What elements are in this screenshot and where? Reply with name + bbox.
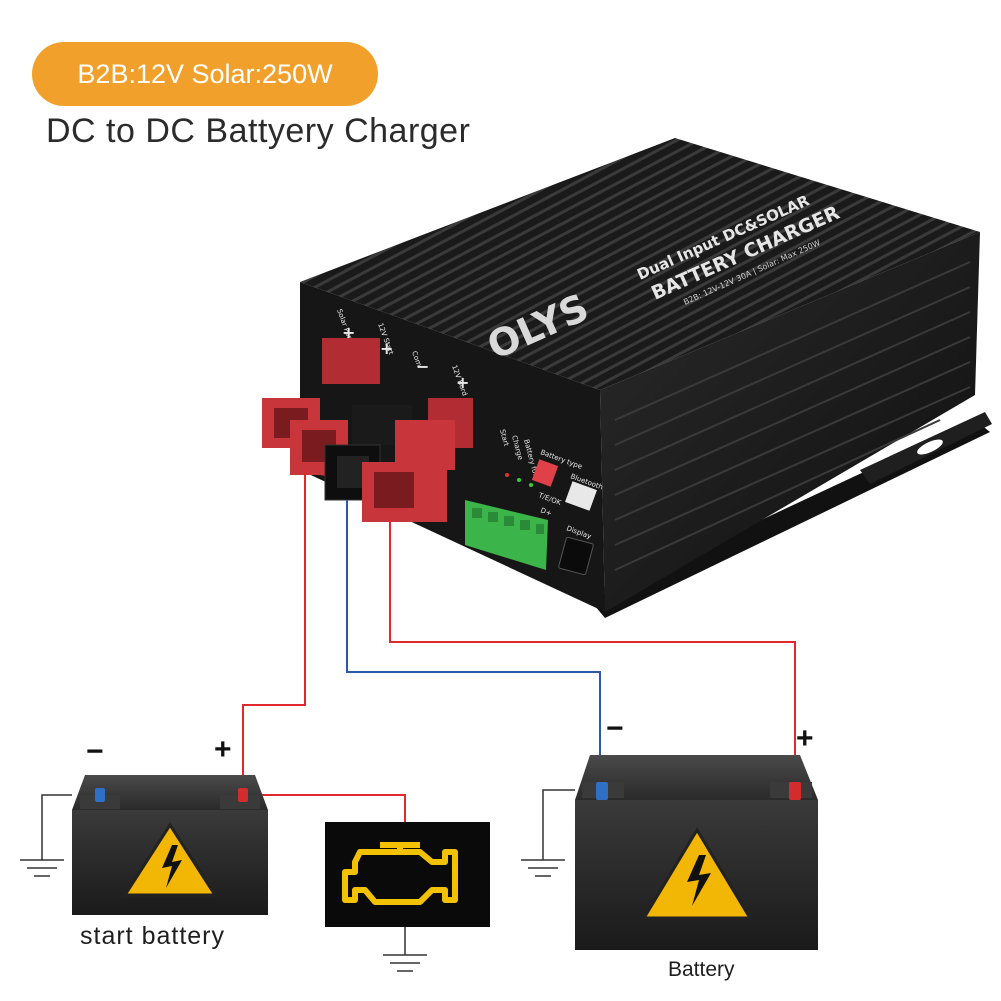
- page-title: DC to DC Battyery Charger: [46, 112, 471, 150]
- start-battery-ground-wire: [41, 794, 72, 860]
- wire-start-positive: [242, 470, 306, 795]
- signal-terminal-block[interactable]: [465, 500, 548, 570]
- ground-symbol-icon: [521, 859, 565, 877]
- house-battery-plus-sign: +: [796, 722, 814, 755]
- label-d-plus: D+: [539, 506, 552, 517]
- start-battery-positive-terminal: [238, 788, 248, 802]
- start-battery-negative-terminal: [95, 788, 105, 802]
- start-battery-caption: start battery: [80, 922, 225, 950]
- device-right-side: [600, 232, 980, 612]
- ground-symbol-icon: [20, 859, 64, 877]
- connector-house[interactable]: [362, 398, 473, 522]
- house-battery-negative-terminal: [596, 782, 608, 800]
- high-voltage-warning-icon: [122, 822, 218, 897]
- svg-text:+: +: [380, 339, 393, 358]
- engine-warning-icon: [342, 842, 458, 905]
- high-voltage-warning-icon: [641, 827, 753, 920]
- charger-device: OLYS Dual Input DC&SOLAR BATTERY CHARGER…: [262, 138, 992, 618]
- svg-text:−: −: [416, 357, 429, 376]
- house-battery-ground-wire: [542, 789, 575, 860]
- spec-badge-text: B2B:12V Solar:250W: [77, 59, 333, 89]
- device-top-heatsink: [300, 138, 980, 390]
- wire-start-to-engine: [243, 794, 406, 825]
- engine-warning-indicator: [325, 822, 490, 972]
- start-battery-minus-sign: −: [86, 735, 104, 768]
- svg-text:+: +: [456, 373, 469, 392]
- wire-common-negative: [346, 500, 601, 790]
- bluetooth-module: [565, 481, 597, 511]
- display-port[interactable]: [558, 536, 594, 576]
- start-battery: [20, 775, 268, 915]
- battery-type-switch[interactable]: [531, 459, 559, 487]
- spec-badge: B2B:12V Solar:250W: [32, 42, 378, 106]
- house-battery-positive-terminal: [789, 782, 801, 800]
- house-battery: [521, 755, 818, 950]
- start-battery-plus-sign: +: [214, 733, 232, 766]
- ground-symbol-icon: [383, 954, 427, 972]
- house-battery-minus-sign: −: [606, 712, 624, 745]
- wiring: [242, 470, 796, 825]
- house-battery-caption: Battery: [668, 958, 735, 981]
- wire-house-positive: [389, 520, 796, 790]
- svg-text:+: +: [342, 323, 355, 342]
